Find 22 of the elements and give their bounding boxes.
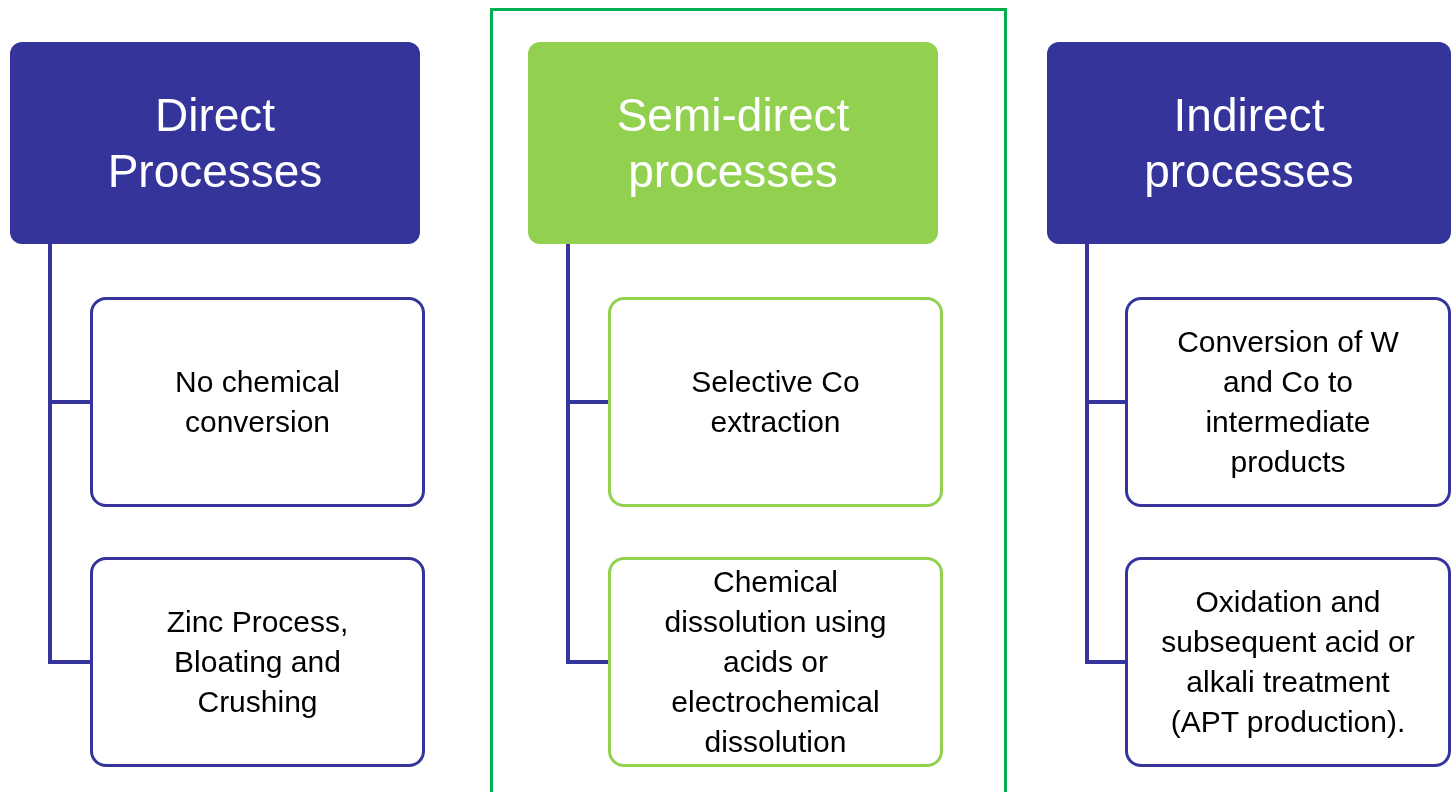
header-box [1047, 42, 1451, 244]
process-box [608, 297, 943, 507]
box-text: Zinc Process, Bloating and Crushing [165, 604, 350, 720]
group-frame [490, 8, 1007, 792]
process-box [90, 297, 425, 507]
header-box [528, 42, 938, 244]
connector-line [1085, 244, 1125, 664]
process-box [1125, 297, 1451, 507]
box-text: Indirect processes [1143, 88, 1355, 199]
header-box [10, 42, 420, 244]
box-text: No chemical conversion [173, 364, 342, 440]
box-text: Direct Processes [106, 88, 324, 199]
connector-line [566, 244, 608, 664]
box-text: Oxidation and subsequent acid or alkali treatment (APT production). [1160, 584, 1416, 740]
process-box [90, 557, 425, 767]
process-box [608, 557, 943, 767]
box-text: Chemical dissolution using acids or electrochemical dissolution [663, 564, 888, 760]
box-text: Semi-direct processes [615, 88, 851, 199]
process-box [1125, 557, 1451, 767]
box-text: Conversion of W and Co to intermediate products [1176, 324, 1400, 480]
box-text: Selective Co extraction [690, 364, 861, 440]
connector-line [48, 244, 90, 664]
